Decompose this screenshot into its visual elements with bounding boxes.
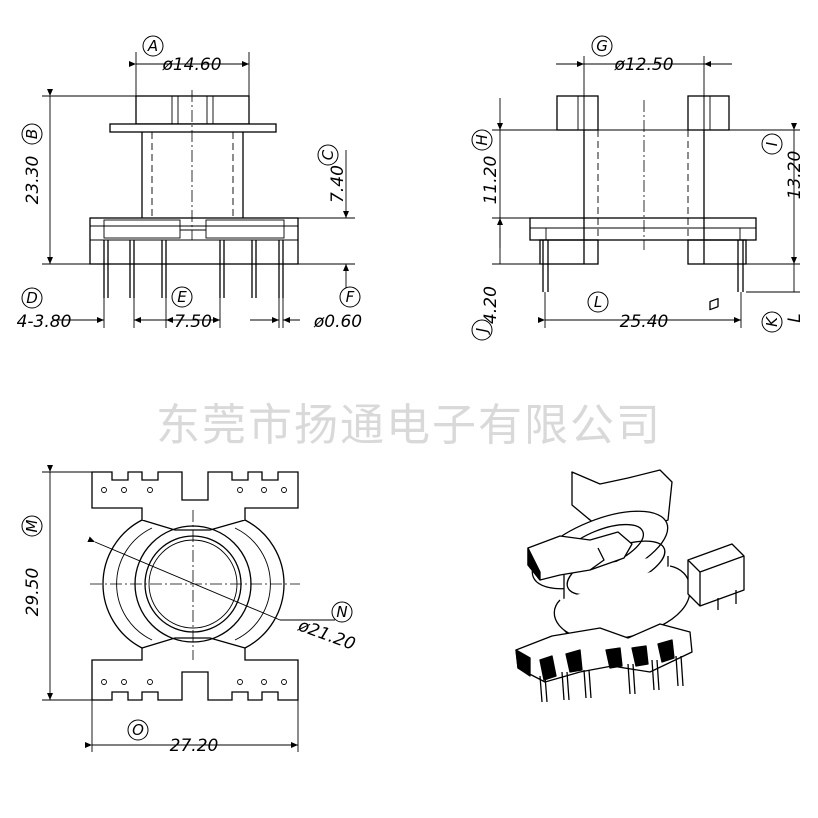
label-l: L [594, 293, 602, 311]
isometric-view [515, 297, 745, 703]
label-n: N [336, 603, 347, 621]
front-pins [103, 240, 284, 298]
label-a: A [147, 37, 158, 55]
label-f: F [346, 288, 355, 306]
label-d: D [26, 289, 38, 307]
dim-m-value: 29.50 [23, 568, 43, 617]
dim-l-value: 25.40 [620, 312, 669, 332]
label-g: G [596, 37, 608, 55]
dim-d-value: 4-3.80 [17, 312, 72, 332]
dim-k-value: L [785, 313, 805, 322]
front-base [89, 217, 299, 265]
side-view: G ø12.50 H 11.20 J 4.20 I 13.20 K L [471, 35, 805, 341]
dim-b-value: 23.30 [23, 156, 43, 205]
dim-a-value: ø14.60 [161, 55, 221, 75]
dim-c-value: 7.40 [328, 165, 348, 203]
dim-n-value: ø21.20 [295, 615, 358, 654]
dim-i-value: 13.20 [785, 151, 805, 200]
dim-g-value: ø12.50 [613, 55, 673, 75]
front-view: A ø14.60 B 23.30 C 7.40 D 4-3.80 E [17, 35, 362, 332]
label-e: E [177, 288, 187, 306]
iso-pins [539, 655, 684, 703]
label-o: O [132, 721, 144, 739]
dim-e-value: 7.50 [174, 312, 212, 332]
dim-h-value: 11.20 [481, 156, 501, 205]
dim-o-value: 27.20 [170, 736, 219, 756]
pin-holes [101, 487, 287, 685]
top-view: N ø21.20 M 29.50 O 27.20 [21, 465, 358, 756]
label-j: J [473, 328, 491, 335]
label-c: C [319, 149, 337, 160]
label-k: K [763, 316, 781, 327]
label-m: M [23, 519, 41, 532]
dim-j-value: 4.20 [481, 286, 501, 324]
label-b: B [23, 129, 41, 139]
watermark-text: 东莞市扬通电子有限公司 [156, 400, 662, 451]
label-h: H [473, 134, 491, 145]
front-top-plate [109, 123, 277, 133]
front-top-block [135, 95, 250, 125]
dim-f-value: ø0.60 [313, 312, 362, 332]
label-a-circle [142, 35, 164, 57]
label-i: I [763, 141, 781, 146]
